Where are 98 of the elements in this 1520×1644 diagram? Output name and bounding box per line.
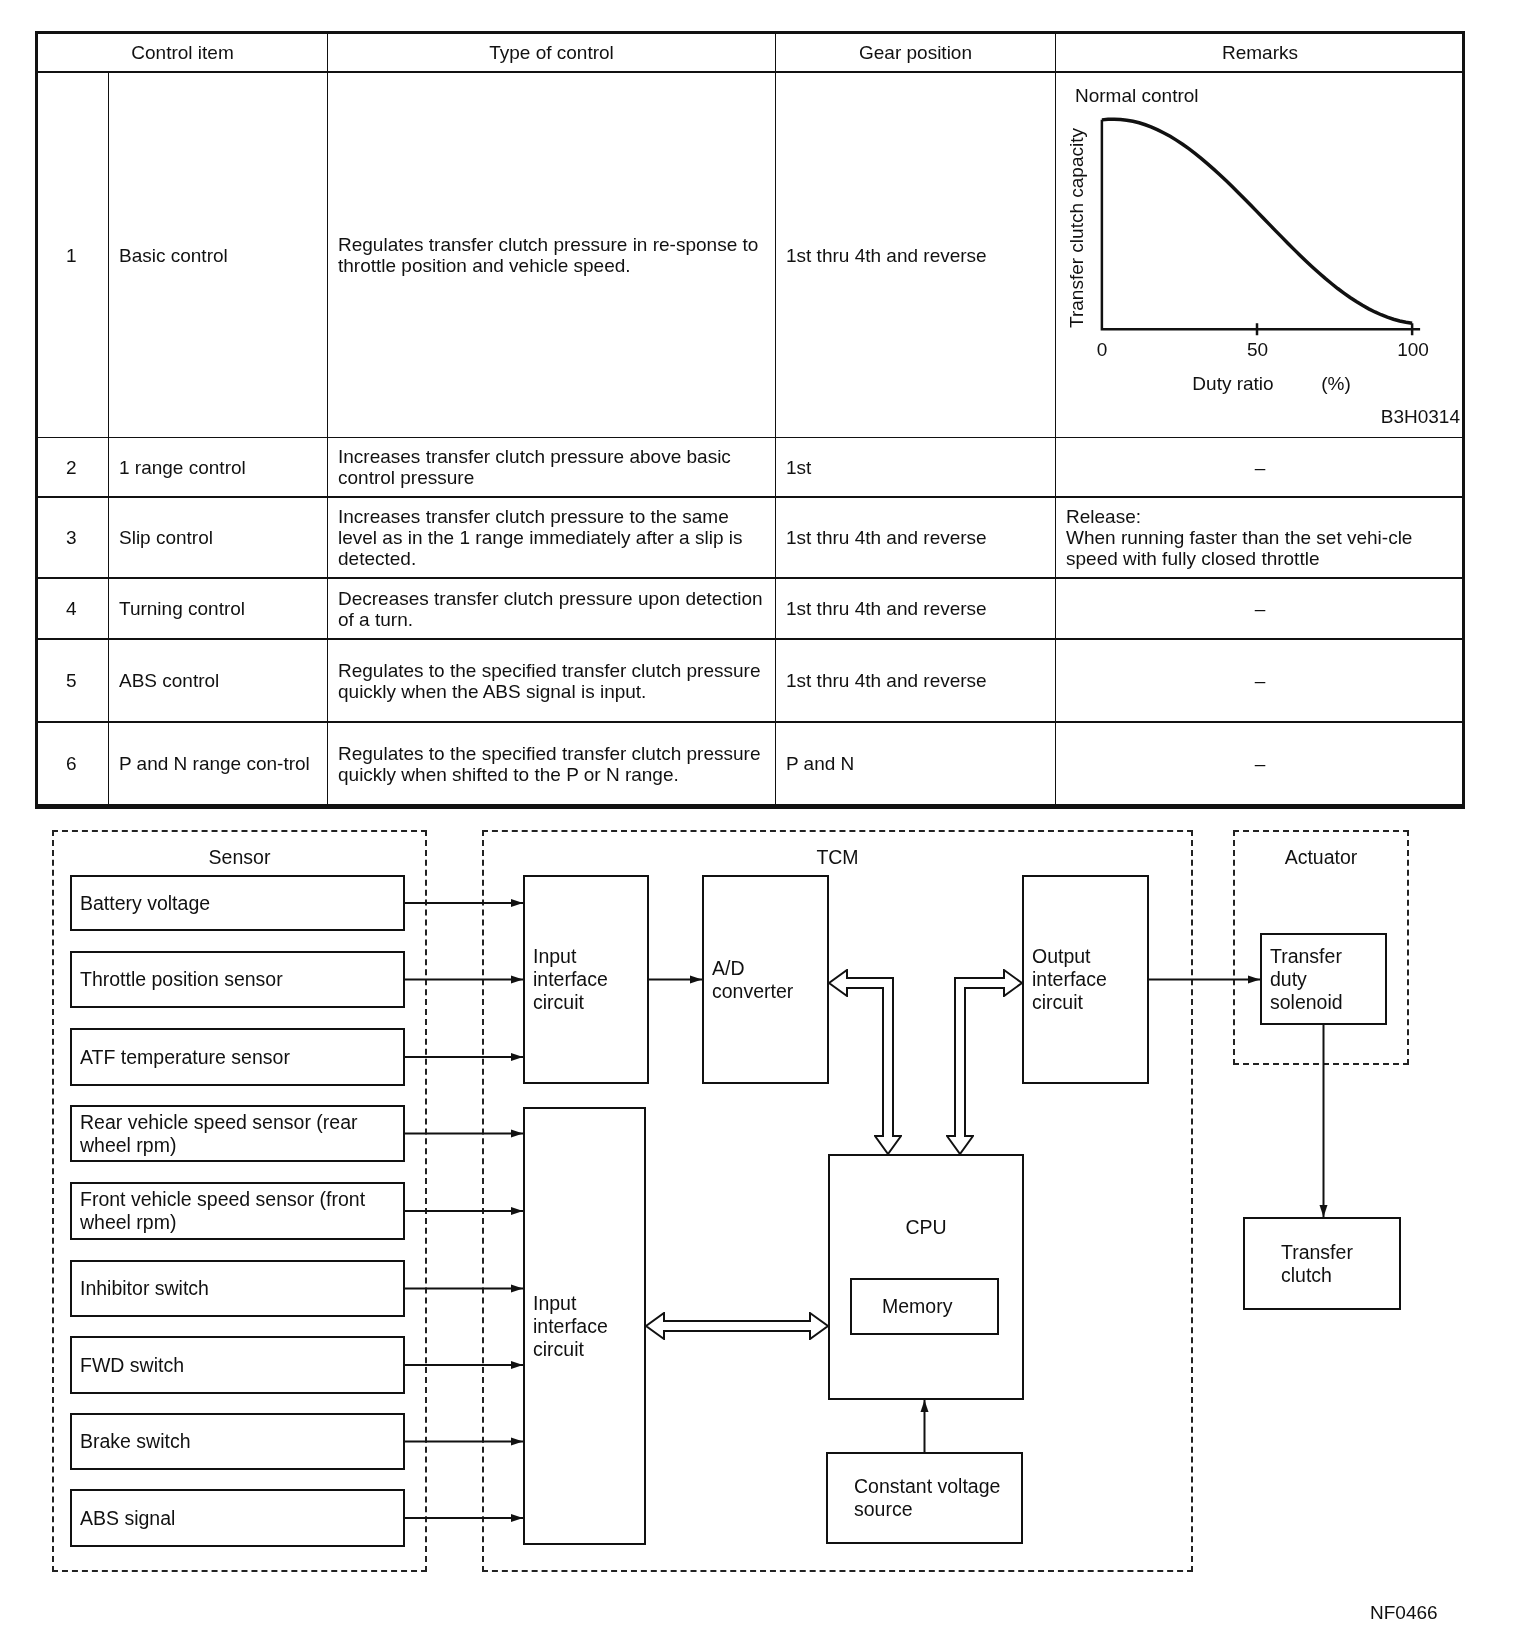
signal-arrow: [404, 1207, 524, 1215]
control-description: Increases transfer clutch pressure to the same level as in the 1 range immediately after a slip is detected.: [338, 506, 744, 569]
block-label: Battery voltage: [80, 891, 211, 915]
block-label: Output interface circuit: [1032, 945, 1108, 1014]
axis-unit: (%): [1321, 373, 1351, 394]
block-label: Constant voltage source: [854, 1475, 1002, 1521]
block-box: [828, 1154, 1024, 1400]
block-box: [70, 1028, 405, 1086]
signal-arrow: [404, 1284, 524, 1293]
tick-label: 0: [1096, 339, 1108, 360]
row-number: 4: [66, 598, 77, 619]
dashed-group-frame: [52, 830, 427, 1572]
figure-code: B3H0314: [1380, 406, 1460, 427]
block-label: Input interface circuit: [533, 1291, 609, 1361]
axis-label: Duty ratio: [1192, 373, 1274, 394]
figure-code: NF0466: [1370, 1602, 1438, 1624]
signal-arrow: [1319, 1024, 1328, 1218]
block-label: ATF temperature sensor: [80, 1045, 290, 1069]
block-box: [1022, 875, 1149, 1084]
signal-arrow: [404, 1437, 524, 1446]
block-label: Transfer clutch: [1281, 1240, 1354, 1287]
remark: –: [1254, 753, 1266, 774]
control-item: Turning control: [119, 598, 246, 619]
block-box: [70, 1489, 405, 1547]
column-header: Type of control: [489, 42, 614, 63]
signal-arrow: [404, 1514, 524, 1522]
group-title: TCM: [816, 846, 859, 869]
control-description: Regulates to the specified transfer clutch pressure quickly when the ABS signal is input.: [338, 659, 762, 702]
gear-position: P and N: [786, 753, 855, 774]
block-box: [523, 875, 649, 1084]
gear-position: 1st thru 4th and reverse: [786, 244, 987, 266]
signal-arrow: [1148, 975, 1261, 984]
signal-arrow: [920, 1399, 929, 1453]
remark: Release:: [1066, 506, 1141, 527]
dashed-group-frame: [482, 830, 1193, 1572]
control-item: Basic control: [119, 244, 228, 266]
column-header: Remarks: [1222, 42, 1298, 63]
tick-label: 100: [1397, 339, 1429, 360]
dashed-group-frame: [1233, 830, 1409, 1065]
control-item: Slip control: [119, 527, 213, 548]
chart-title: Normal control: [1075, 85, 1199, 106]
control-description: Regulates to the specified transfer clutch pressure quickly when shifted to the P or N range.: [338, 742, 762, 785]
block-box: [702, 875, 829, 1084]
gear-position: 1st: [786, 456, 812, 478]
signal-arrow: [404, 899, 524, 907]
block-label: Transfer duty solenoid: [1270, 944, 1344, 1014]
gear-position: 1st thru 4th and reverse: [786, 598, 987, 619]
block-box: [70, 951, 405, 1008]
block-box: [70, 1105, 405, 1162]
block-box: [523, 1107, 646, 1545]
axis-label: Transfer clutch capacity: [1065, 128, 1087, 328]
block-label: FWD switch: [80, 1353, 184, 1377]
gear-position: 1st thru 4th and reverse: [786, 670, 987, 691]
column-header: Control item: [131, 42, 234, 63]
remark: –: [1254, 670, 1266, 691]
block-box: [70, 1336, 405, 1394]
block-box: [826, 1452, 1023, 1544]
block-box: [70, 1413, 405, 1470]
block-box: [1243, 1217, 1401, 1310]
block-box: [850, 1278, 999, 1335]
block-box: [1260, 933, 1387, 1025]
block-label: A/D converter: [712, 956, 795, 1003]
row-number: 1: [66, 244, 77, 266]
signal-arrow: [648, 975, 703, 984]
signal-arrow: [404, 1361, 524, 1369]
group-title: Actuator: [1284, 846, 1358, 869]
block-label: Memory: [882, 1295, 953, 1318]
row-number: 5: [66, 670, 77, 691]
block-box: [70, 1260, 405, 1317]
control-item: ABS control: [119, 670, 220, 691]
block-box: [70, 875, 405, 931]
control-description: Decreases transfer clutch pressure upon detection of a turn.: [338, 587, 764, 630]
block-label: Inhibitor switch: [80, 1277, 209, 1300]
remark: When running faster than the set vehi-cle speed with fully closed throttle: [1066, 527, 1414, 569]
block-label: Throttle position sensor: [80, 968, 283, 991]
column-header: Gear position: [859, 42, 972, 63]
block-label: Input interface circuit: [533, 945, 609, 1014]
control-item: P and N range con-trol: [119, 753, 310, 774]
block-label: Rear vehicle speed sensor (rear wheel rpm): [80, 1110, 359, 1157]
control-description: Increases transfer clutch pressure above basic control pressure: [338, 446, 732, 488]
group-title: Sensor: [208, 846, 271, 869]
gear-position: 1st thru 4th and reverse: [786, 527, 987, 548]
control-description: Regulates transfer clutch pressure in re-sponse to throttle position and vehicle speed.: [338, 234, 760, 276]
block-label: ABS signal: [80, 1506, 176, 1530]
signal-arrow: [404, 1129, 524, 1138]
block-label: Front vehicle speed sensor (front wheel rpm): [80, 1188, 367, 1234]
block-label: Brake switch: [80, 1430, 191, 1453]
row-number: 2: [66, 456, 77, 478]
control-item: 1 range control: [119, 456, 246, 478]
signal-arrow: [404, 975, 524, 984]
row-number: 6: [66, 753, 77, 774]
remark: –: [1254, 598, 1266, 619]
row-number: 3: [66, 527, 77, 548]
tick-label: 50: [1246, 339, 1269, 360]
signal-arrow: [404, 1053, 524, 1061]
remark: –: [1254, 456, 1266, 478]
group-title: CPU: [905, 1216, 947, 1239]
block-box: [70, 1182, 405, 1240]
